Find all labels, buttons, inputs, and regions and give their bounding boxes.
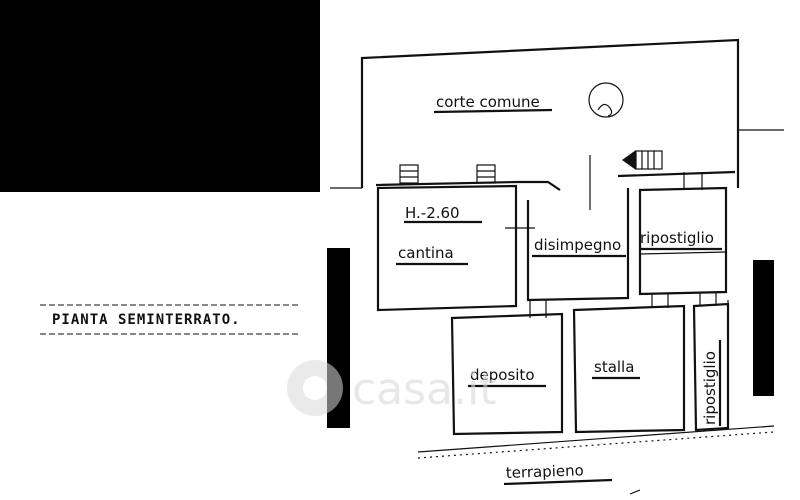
underline-corte-comune [433, 108, 553, 114]
redaction-block [0, 0, 320, 192]
label-cantina: cantina [398, 244, 454, 262]
ripostiglio-top-divider [639, 251, 727, 255]
corte-comune-outline [360, 38, 740, 188]
building-top-wall [375, 180, 561, 191]
underline-terrapieno [503, 478, 613, 486]
cantina-room [376, 184, 518, 312]
bottom-mark [629, 489, 641, 495]
tree-symbol [588, 82, 624, 118]
label-stalla: stalla [594, 358, 634, 376]
label-disimpegno: disimpegno [534, 236, 621, 254]
disimpegno-room [526, 188, 630, 302]
building-top-wall-right [617, 170, 736, 178]
right-bar [753, 260, 774, 396]
label-deposito: deposito [470, 366, 535, 384]
door-marks [529, 292, 729, 400]
stalla-room [572, 304, 686, 434]
label-ripostiglio-side: ripostiglio [701, 351, 719, 425]
deposito-room [450, 312, 564, 436]
label-corte-comune: corte comune [436, 93, 540, 111]
label-terrapieno: terrapieno [506, 461, 585, 482]
plan-title: PIANTA SEMINTERRATO. [52, 312, 241, 328]
watermark-logo-icon [287, 360, 343, 416]
ripostiglio-side-room [692, 302, 730, 432]
watermark-text: casa.it [352, 364, 497, 415]
terrapieno-line-1 [417, 425, 775, 453]
ripostiglio-top-room [638, 186, 728, 296]
label-height: H.-2.60 [405, 204, 460, 222]
terrapieno-line-2 [417, 431, 775, 459]
window-marks-top [399, 164, 703, 190]
label-ripostiglio-top: ripostiglio [640, 229, 714, 247]
stair-arrow-icon [622, 150, 663, 170]
